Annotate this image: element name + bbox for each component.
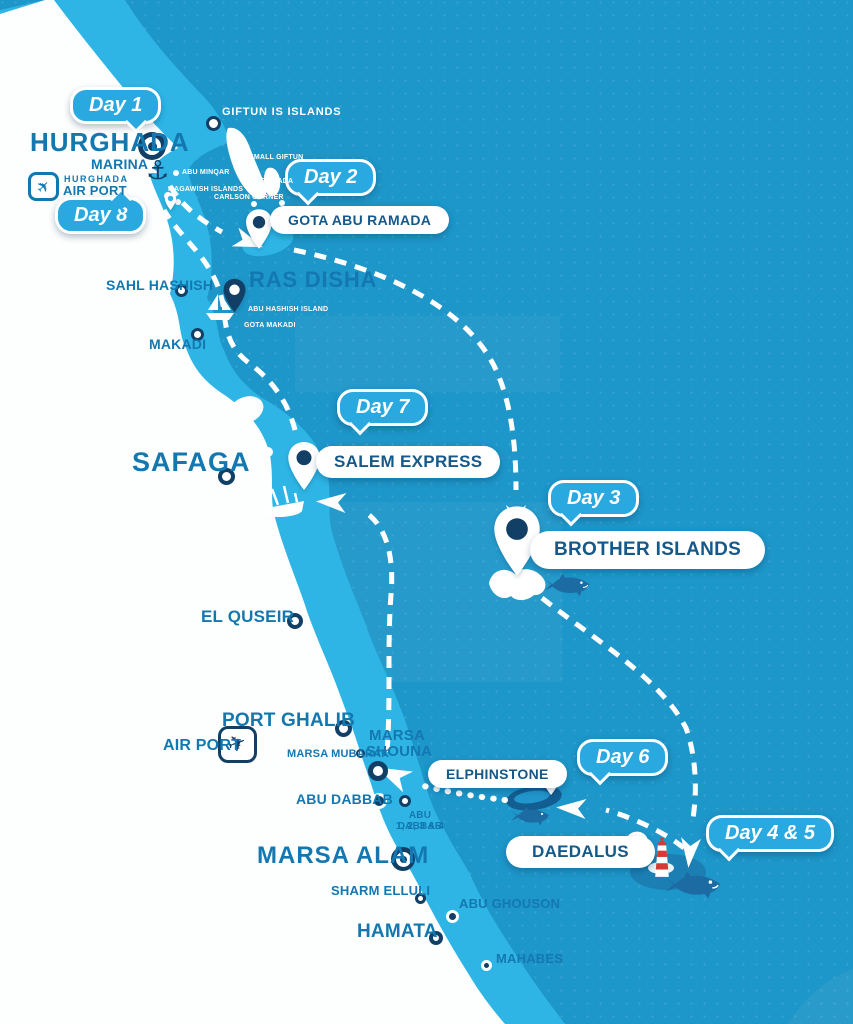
giftun-islands-shapes [164,127,285,207]
abu-ramada-label: ABU RAMADA [243,178,294,185]
ras-disha-pin[interactable] [222,277,247,314]
el-quseir-label: EL QUSEIR [201,607,295,626]
salem-express-pin[interactable] [286,438,322,494]
port-ghalib-airport-icon: ✈ [218,726,257,763]
anchor-icon: ⚓ [146,156,170,186]
ras-disha-label: RAS DISHA [249,267,378,292]
hurghada-label: HURGHADA [30,127,190,157]
route-marina-gota [167,184,224,235]
shark-icon [510,805,550,832]
gota-abu-ramada-pin[interactable] [243,208,275,250]
shipwreck-icon [258,485,308,526]
brothers-splash [489,569,546,601]
safaga-marker[interactable] [218,468,235,485]
mahabes-label: MAHABES [496,951,564,966]
day-8-bubble[interactable]: Day 8 [55,197,147,234]
route-salem-marina [161,208,298,431]
marsa-mubarak-label: MARSA MUBARAK [287,748,390,760]
hurghada-airport-icon: ✈ [28,172,59,201]
hurghada-airport-label-line1: HURGHADA [64,174,129,184]
hamata-marker[interactable] [429,931,443,945]
elphinstone-reef [506,785,562,811]
marsa-alam-label: MARSA ALAM [257,842,430,869]
abu-dabbab-reefs-label-line2: 1, 2, 3 & 4 [395,821,445,832]
day-3-bubble[interactable]: Day 3 [548,480,640,517]
hurghada-marker[interactable] [138,132,166,160]
gota-abu-ramada-pill[interactable]: GOTA ABU RAMADA [270,206,450,234]
makadi-marker[interactable] [191,328,204,341]
day-6-bubble[interactable]: Day 6 [577,739,669,776]
brother-islands-pin[interactable] [491,503,543,579]
carlson-corner-label: CARLSON CORNER [214,194,284,201]
makadi-label: MAKADI [149,336,207,352]
sharm-elluli-label: SHARM ELLULI [331,883,431,898]
port-ghalib-label: PORT GHALIB [222,710,356,731]
gota-makadi-label: GOTA MAKADI [244,322,296,329]
land [0,0,505,1024]
route-lines [161,184,698,850]
abu-dabbab-reefs-marker[interactable] [399,795,411,807]
day-7-bubble[interactable]: Day 7 [337,389,429,426]
sharm-elluli-marker[interactable] [415,893,426,904]
marsa-shouna-label: MARSA SHOUNA [366,727,433,760]
marsa-alam-marker[interactable] [391,847,415,871]
abu-hashish-island-label: ABU HASHISH ISLAND [248,306,329,313]
sahl-hashish-label: SAHL HASHISH [106,277,214,293]
safaga-lagoon-islands [228,396,273,500]
port-ghalib-marker[interactable] [335,720,352,737]
sahl-hashish-marker[interactable] [175,284,188,297]
marsa-shouna-marker[interactable] [368,761,388,781]
sailboat-icon [204,292,236,327]
elphinstone-pill[interactable]: ELPHINSTONE [428,760,567,788]
day-4-5-bubble[interactable]: Day 4 & 5 [706,815,835,852]
shark-icon [664,870,722,905]
magawish-islands-label: MAGAWISH ISLANDS [168,186,244,193]
magawish-pin[interactable] [164,192,177,211]
route-brothers-daedalus [540,596,698,825]
giftun-marker[interactable] [206,116,221,131]
hamata-label: HAMATA [357,921,438,942]
safaga-label: SAFAGA [132,447,251,477]
air-port-label: AIR PORT [163,737,242,754]
abu-ghouson-label: ABU GHOUSON [459,896,561,911]
route-gota-brothers [293,247,519,491]
small-giftun-label: SMALL GIFTUN [249,154,304,161]
day-2-bubble[interactable]: Day 2 [285,159,377,196]
route-daedalus-elphinstone [605,807,686,850]
plane-icon: ✈ [31,174,55,198]
marina-label: MARINA [91,156,149,172]
lighthouse-icon [650,836,674,885]
giftun-islands-label: GIFTUN IS ISLANDS [222,106,342,118]
abu-dabbab-marker[interactable] [371,793,387,809]
abu-minqar-label: ABU MINQAR [182,169,230,176]
day-1-bubble[interactable]: Day 1 [70,87,162,124]
daedalus-pill[interactable]: DAEDALUS [506,836,655,868]
brother-islands-pill[interactable]: BROTHER ISLANDS [530,531,766,569]
route-shouna-salem [366,512,395,753]
shark-icon [543,572,591,603]
abu-ghouson-marker[interactable] [446,910,459,923]
abu-dabbab-reefs-label-line1: ABU DABBAB [397,810,443,832]
el-quseir-marker[interactable] [287,613,303,629]
salem-express-pill[interactable]: SALEM EXPRESS [316,446,501,478]
marsa-mubarak-marker[interactable] [356,749,365,758]
abu-dabbab-label: ABU DABBAB [296,791,393,807]
mahabes-marker[interactable] [481,960,492,971]
hurghada-airport-label-line2: AIR PORT [63,183,127,198]
